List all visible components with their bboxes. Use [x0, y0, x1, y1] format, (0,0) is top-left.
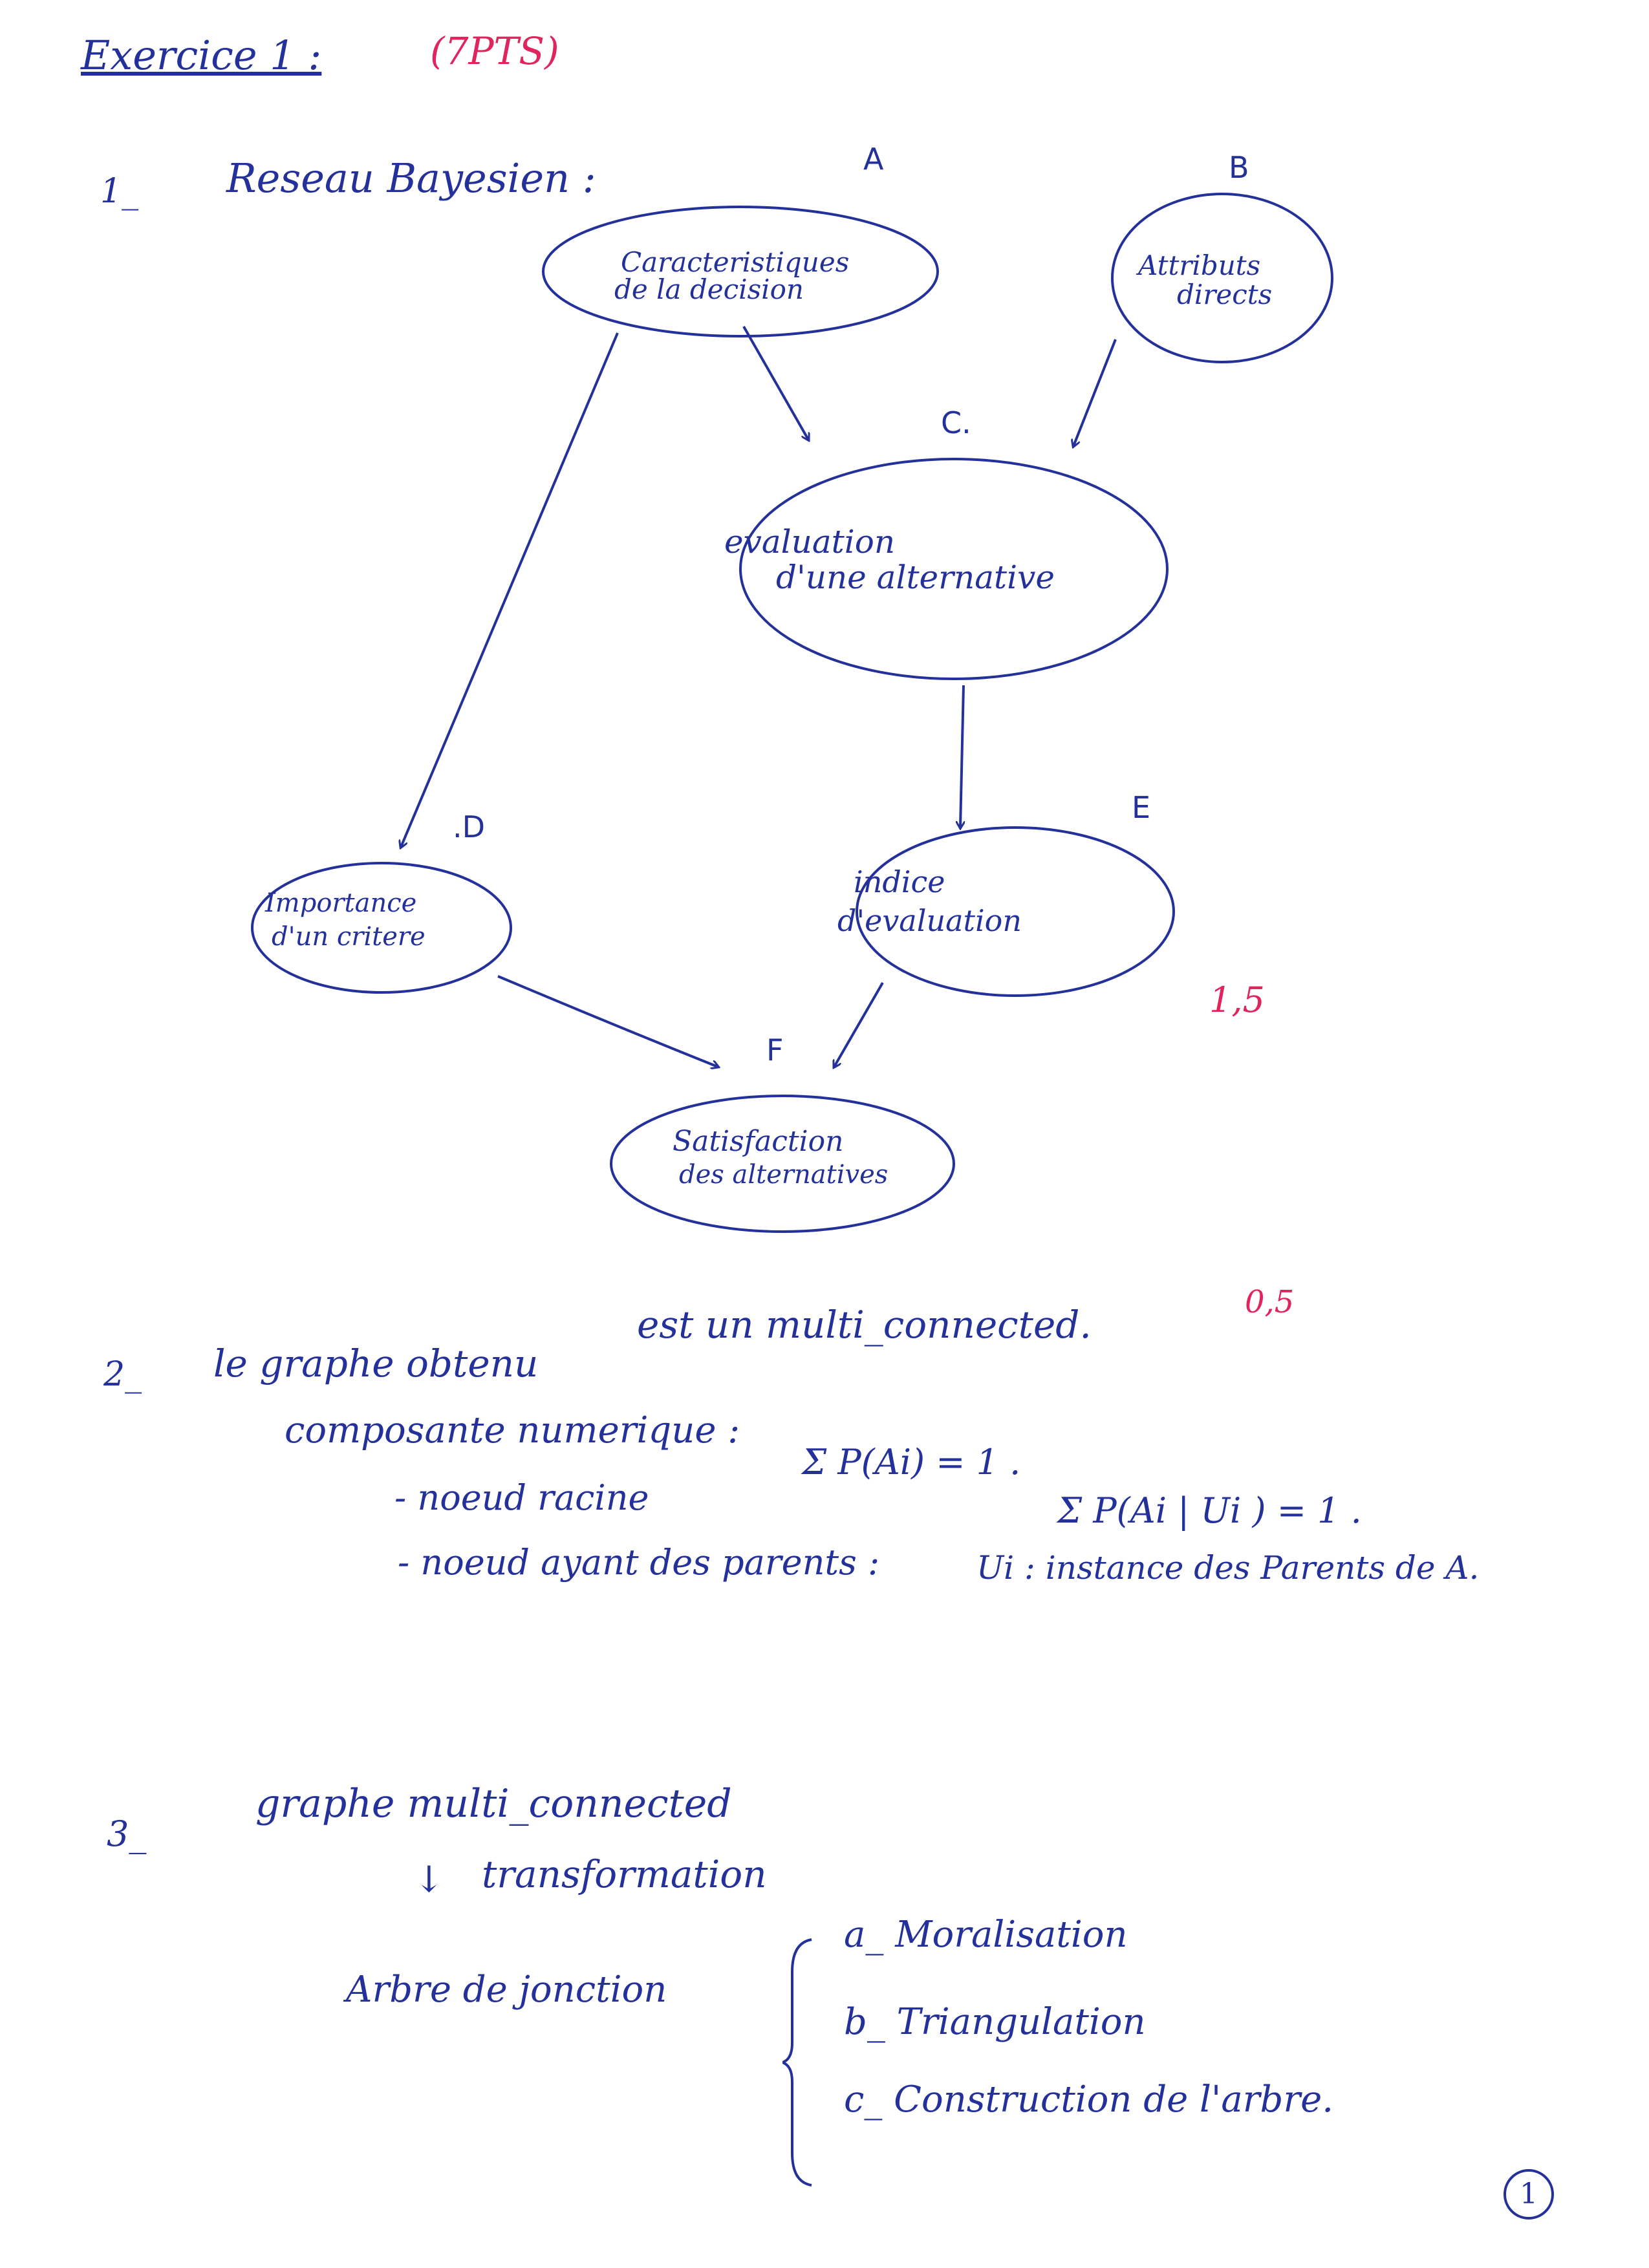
- exercise-title: Exercice 1 :: [81, 32, 322, 79]
- page-number: 1: [1520, 2177, 1538, 2210]
- node-c-label-2: d'une alternative: [776, 559, 1055, 596]
- q2-root-formula: Σ P(Ai) = 1 .: [802, 1442, 1021, 1482]
- q1-title: Reseau Bayesien :: [226, 155, 596, 202]
- node-f-shape: [610, 1095, 955, 1233]
- edge-d-f: [497, 975, 718, 1067]
- node-e-label-1: indice: [854, 864, 945, 899]
- node-b-label-2: directs: [1177, 279, 1272, 310]
- edge-c-e: [960, 685, 964, 828]
- node-e-letter: E: [1132, 790, 1150, 825]
- exercise-points: (7PTS): [430, 29, 559, 73]
- q1-score: 1,5: [1209, 979, 1265, 1020]
- q1-number: 1_: [100, 172, 139, 211]
- q3-step-b: b_ Triangulation: [844, 2001, 1146, 2043]
- q3-step-a: a_ Moralisation: [844, 1914, 1128, 1956]
- node-a-shape: [542, 206, 939, 337]
- q3-number: 3_: [107, 1813, 147, 1854]
- node-e-label-2: d'evaluation: [837, 903, 1022, 938]
- node-b-shape: [1111, 193, 1333, 363]
- node-d-label-1: Importance: [264, 888, 416, 918]
- node-c-shape: [739, 458, 1169, 680]
- edges: [401, 326, 1117, 1067]
- q2-instance-note: Ui : instance des Parents de A.: [976, 1549, 1480, 1587]
- nodes: [251, 193, 1333, 1233]
- node-a-letter: A: [863, 142, 884, 177]
- q2-line1-a: le graphe obtenu: [213, 1342, 539, 1385]
- bayesian-network-diagram: A B C. .D E F Caracteristiques de la dec…: [251, 142, 1333, 1233]
- q2-root-label: - noeud racine: [394, 1477, 649, 1518]
- node-a-label-2: de la decision: [614, 273, 804, 305]
- node-d-letter: .D: [453, 809, 485, 844]
- node-f-label-1: Satisfaction: [673, 1125, 843, 1158]
- node-f-letter: F: [766, 1032, 783, 1067]
- node-d-label-2: d'un critere: [272, 922, 426, 952]
- q2-line1-b: est un multi_connected.: [637, 1303, 1092, 1347]
- q3-line3: Arbre de jonction: [346, 1969, 667, 2011]
- q3-step-c: c_ Construction de l'arbre.: [844, 2079, 1334, 2121]
- q2-parents-label: - noeud ayant des parents :: [398, 1542, 880, 1583]
- q2-line2: composante numerique :: [285, 1409, 740, 1451]
- q2-score: 0,5: [1245, 1284, 1295, 1320]
- node-b-letter: B: [1229, 150, 1249, 185]
- brace: [782, 1938, 812, 2187]
- q3-line1: graphe multi_connected: [255, 1781, 732, 1826]
- node-d-shape: [251, 862, 512, 994]
- node-b-label-1: Attributs: [1136, 250, 1260, 281]
- q3-line2: transformation: [482, 1852, 767, 1896]
- edge-a-c: [742, 326, 808, 440]
- q2-parents-formula: Σ P(Ai | Ui ) = 1 .: [1057, 1490, 1362, 1531]
- edge-e-f: [834, 982, 884, 1067]
- edge-b-c: [1073, 339, 1117, 446]
- q2-number: 2_: [103, 1355, 142, 1394]
- node-f-label-2: des alternatives: [679, 1160, 888, 1190]
- node-a-label-1: Caracteristiques: [621, 246, 849, 278]
- node-c-letter: C.: [941, 405, 971, 440]
- q3-arrow: ↓: [414, 1859, 444, 1901]
- page-number-circle: 1: [1503, 2169, 1554, 2220]
- node-e-shape: [856, 826, 1175, 997]
- node-c-label-1: evaluation: [724, 523, 895, 561]
- edge-a-d: [401, 332, 619, 847]
